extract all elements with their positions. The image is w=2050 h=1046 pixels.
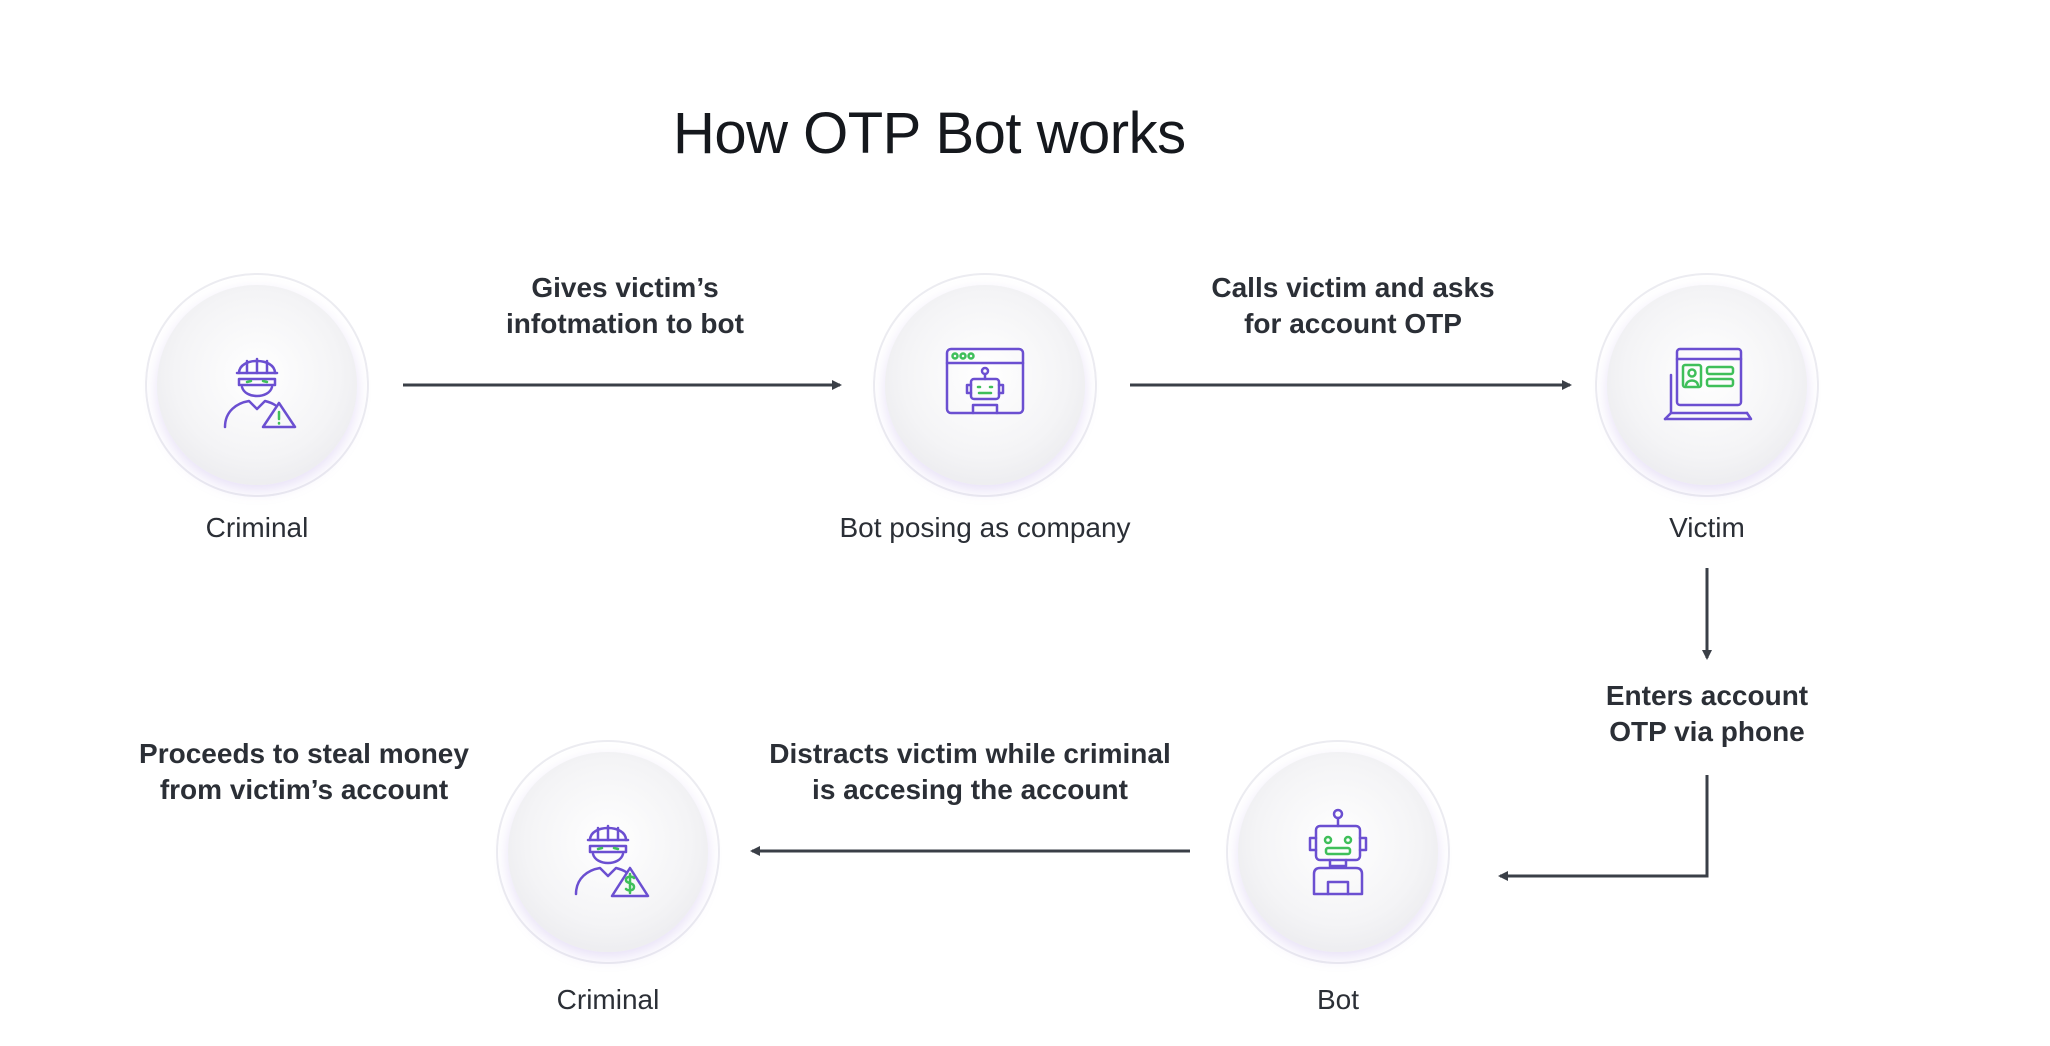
arrow-otp-to-bot xyxy=(1498,775,1709,881)
step-gives-info-line2: infotmation to bot xyxy=(506,308,744,339)
label-bot-posing-as-company: Bot posing as company xyxy=(839,512,1131,543)
step-distracts-line2: is accesing the account xyxy=(812,774,1128,805)
label-criminal-bottom: Criminal xyxy=(556,984,660,1015)
node-criminal-top xyxy=(157,285,357,485)
step-distracts: Distracts victim while criminal is acces… xyxy=(769,736,1171,808)
step-calls-victim-line1: Calls victim and asks xyxy=(1211,272,1495,303)
step-calls-victim: Calls victim and asks for account OTP xyxy=(1211,270,1494,342)
node-bot xyxy=(1238,752,1438,952)
step-enters-otp: Enters account OTP via phone xyxy=(1606,678,1808,750)
step-steals-line2: from victim’s account xyxy=(159,774,449,805)
label-criminal-top: Criminal xyxy=(205,512,309,543)
step-steals: Proceeds to steal money from victim’s ac… xyxy=(139,736,469,808)
diagram-title: How OTP Bot works xyxy=(673,101,1186,166)
step-steals-line1: Proceeds to steal money xyxy=(139,738,469,769)
step-enters-otp-line2: OTP via phone xyxy=(1609,716,1805,747)
step-gives-info: Gives victim’s infotmation to bot xyxy=(506,270,744,342)
robot-icon xyxy=(1308,808,1368,896)
node-criminal-bottom xyxy=(508,752,708,952)
step-distracts-line1: Distracts victim while criminal xyxy=(769,738,1171,769)
bot-browser-icon xyxy=(945,347,1025,415)
step-calls-victim-line2: for account OTP xyxy=(1244,308,1462,339)
node-victim xyxy=(1607,285,1807,485)
step-enters-otp-line1: Enters account xyxy=(1605,680,1809,711)
node-bot-posing-as-company xyxy=(885,285,1085,485)
laptop-id-icon xyxy=(1663,347,1753,421)
step-gives-info-line1: Gives victim’s xyxy=(531,272,719,303)
criminal-warning-icon xyxy=(223,357,297,429)
label-bot: Bot xyxy=(1316,984,1360,1015)
label-victim: Victim xyxy=(1669,512,1745,543)
criminal-money-icon xyxy=(574,824,650,898)
